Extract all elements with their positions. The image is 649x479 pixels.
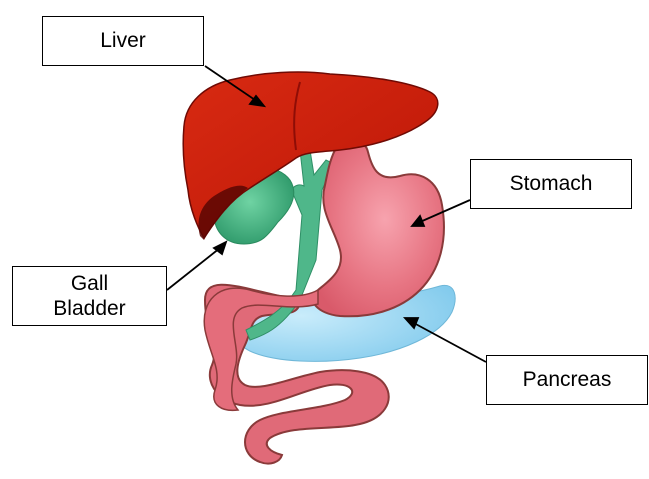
pancreas-label-text: Pancreas (523, 367, 612, 393)
pancreas-label: Pancreas (486, 355, 648, 405)
liver-label: Liver (42, 16, 204, 66)
stomach-label-text: Stomach (510, 171, 593, 197)
liver-label-text: Liver (100, 28, 146, 54)
stomach-label: Stomach (470, 159, 632, 209)
gall-bladder-label: Gall Bladder (12, 266, 167, 326)
gall-bladder-label-line2: Bladder (53, 296, 125, 321)
gall-bladder-label-line1: Gall (53, 271, 125, 296)
